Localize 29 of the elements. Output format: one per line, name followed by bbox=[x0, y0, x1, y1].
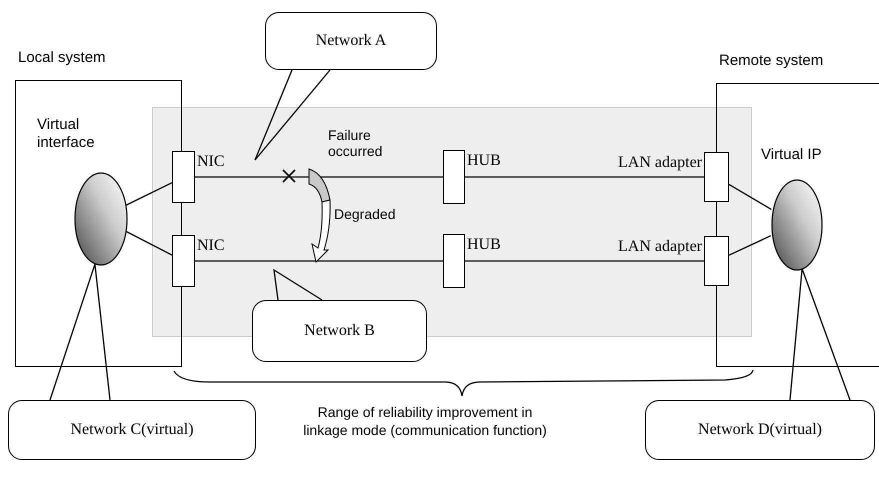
network-line bbox=[465, 176, 704, 178]
node-title: Virtual IP bbox=[761, 146, 823, 164]
callout-bubble bbox=[252, 300, 427, 362]
callout-bubble bbox=[265, 12, 437, 70]
system-title: Local system bbox=[18, 48, 106, 68]
network-line bbox=[728, 235, 772, 256]
callout-text: Network C(virtual) bbox=[70, 420, 194, 440]
network-line bbox=[126, 230, 172, 256]
port-label: LAN adapter bbox=[618, 237, 702, 257]
callout-text: Network B bbox=[304, 321, 375, 341]
network-line bbox=[465, 260, 704, 262]
network-line bbox=[195, 176, 443, 178]
network-line bbox=[728, 184, 772, 210]
system-title: Remote system bbox=[719, 51, 824, 71]
callout-text: Network A bbox=[316, 31, 386, 51]
port-label: LAN adapter bbox=[618, 153, 702, 173]
annotation-text: Range of reliability improvement in linkage mode (communication function) bbox=[302, 403, 548, 439]
port-label: HUB bbox=[467, 235, 501, 255]
node-title: Virtual interface bbox=[37, 116, 96, 152]
callout-bubble bbox=[8, 400, 256, 460]
port-label: NIC bbox=[197, 236, 225, 256]
annotation-text: Degraded bbox=[334, 205, 396, 224]
port-label: NIC bbox=[197, 152, 225, 172]
network-line bbox=[195, 260, 443, 262]
port-label: HUB bbox=[467, 151, 501, 171]
callout-text: Network D(virtual) bbox=[698, 420, 822, 440]
annotation-text: Failure occurred bbox=[328, 127, 384, 159]
network-line bbox=[126, 182, 172, 206]
callout-bubble bbox=[645, 400, 875, 460]
